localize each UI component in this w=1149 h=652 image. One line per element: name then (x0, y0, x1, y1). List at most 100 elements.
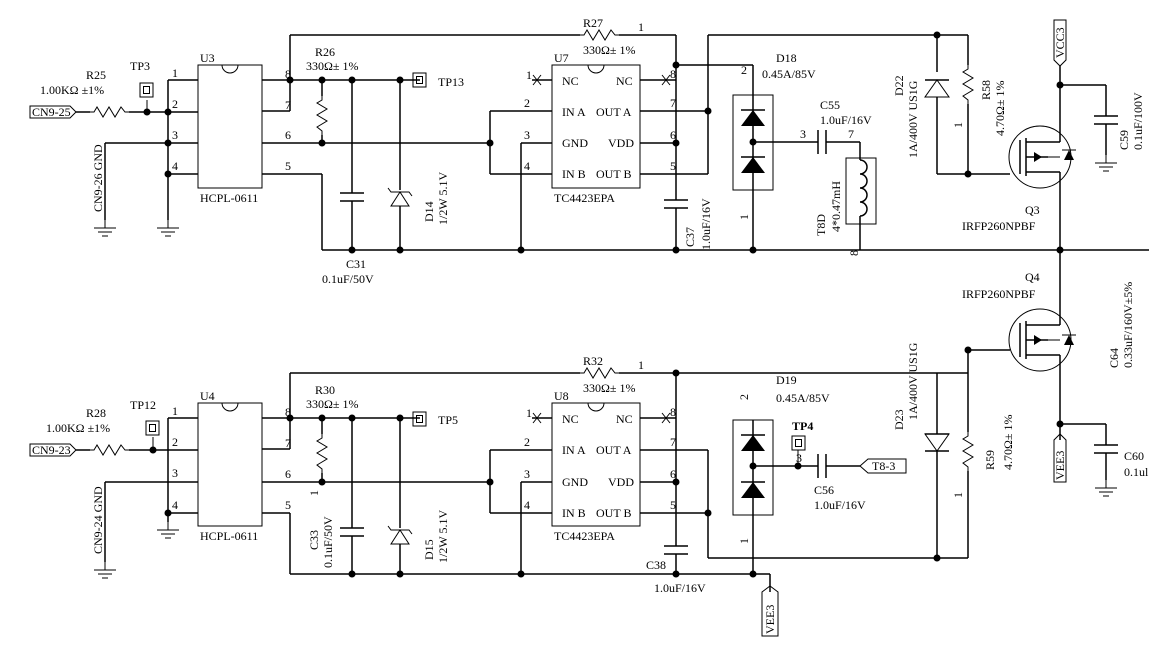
svg-text:7: 7 (285, 98, 291, 112)
c38-label: C38 (646, 558, 666, 572)
c37-label: C37 (683, 227, 697, 247)
svg-text:5: 5 (670, 498, 676, 512)
t8-3-port (859, 458, 907, 474)
d23-value: 1A/400V US1G (906, 342, 920, 420)
svg-text:1: 1 (951, 492, 965, 498)
tp4-testpoint (791, 435, 806, 451)
c31-label: C31 (346, 257, 366, 271)
r58-label: R58 (979, 80, 993, 100)
u7-part: TC4423EPA (554, 191, 615, 205)
c56-value: 1.0uF/16V (814, 498, 866, 512)
r59-value: 4.70Ω± 1% (1001, 414, 1015, 470)
u8-label: U8 (554, 389, 569, 403)
svg-text:7: 7 (285, 436, 291, 450)
c55-value: 1.0uF/16V (820, 113, 872, 127)
svg-text:2: 2 (172, 435, 178, 449)
svg-text:1: 1 (526, 68, 532, 82)
svg-text:2: 2 (172, 97, 178, 111)
r25-resistor (89, 106, 130, 118)
svg-text:3: 3 (524, 128, 530, 142)
svg-text:1: 1 (737, 538, 751, 544)
r30-value: 330Ω± 1% (306, 397, 359, 411)
bottom-channel: CN9-23 R28 1.00KΩ ±1% TP12 CN9-24 GND U4… (29, 250, 1149, 637)
c37-value: 1.0uF/16V (699, 198, 713, 250)
svg-text:IN A: IN A (562, 443, 586, 457)
d23-label: D23 (892, 409, 906, 430)
u4-label: U4 (200, 389, 215, 403)
svg-text:8: 8 (670, 405, 676, 419)
svg-text:3: 3 (796, 451, 802, 465)
cn9-23-port (29, 443, 77, 457)
svg-text:3: 3 (800, 127, 806, 141)
tp13-label: TP13 (438, 75, 464, 89)
r25-value: 1.00KΩ ±1% (40, 83, 104, 97)
c38-value: 1.0uF/16V (654, 581, 706, 595)
c64-value: 0.33uF/160V±5% (1121, 282, 1135, 368)
svg-text:8: 8 (285, 67, 291, 81)
r30-label: R30 (315, 383, 335, 397)
vcc3-label: VCC3 (1053, 27, 1067, 58)
c55-label: C55 (820, 98, 840, 112)
svg-text:IN A: IN A (562, 105, 586, 119)
u7-label: U7 (554, 51, 569, 65)
svg-text:4: 4 (524, 498, 530, 512)
vee3-right-label: VEE3 (1053, 451, 1067, 480)
r58-value: 4.70Ω± 1% (993, 80, 1007, 136)
svg-text:8: 8 (847, 250, 861, 256)
svg-text:VDD: VDD (608, 475, 634, 489)
svg-text:VDD: VDD (608, 136, 634, 150)
svg-text:IN B: IN B (562, 506, 586, 520)
svg-text:4: 4 (172, 498, 178, 512)
c60-label: C60 (1124, 449, 1144, 463)
svg-text:8: 8 (670, 67, 676, 81)
u4-part: HCPL-0611 (200, 529, 258, 543)
c64-label: C64 (1107, 348, 1121, 368)
q3-part: IRFP260NPBF (962, 219, 1036, 233)
svg-text:7: 7 (848, 127, 854, 141)
svg-text:NC: NC (616, 74, 633, 88)
r25-label: R25 (86, 68, 106, 82)
svg-text:GND: GND (562, 136, 588, 150)
u3-label: U3 (200, 51, 215, 65)
svg-text:7: 7 (670, 435, 676, 449)
svg-text:2: 2 (741, 63, 747, 77)
svg-text:NC: NC (562, 74, 579, 88)
d18-value: 0.45A/85V (762, 67, 816, 81)
u7-driver (551, 64, 641, 189)
svg-text:1: 1 (172, 66, 178, 80)
tp12-label: TP12 (130, 398, 156, 412)
c33-label: C33 (307, 530, 321, 550)
svg-text:5: 5 (670, 159, 676, 173)
u3-part: HCPL-0611 (200, 191, 258, 205)
r27-value: 330Ω± 1% (583, 43, 636, 57)
d14-label: D14 (422, 201, 436, 222)
r32-label: R32 (583, 354, 603, 368)
svg-text:2: 2 (524, 435, 530, 449)
c31-value: 0.1uF/50V (322, 272, 374, 286)
svg-text:1: 1 (951, 122, 965, 128)
c33-value: 0.1uF/50V (321, 516, 335, 568)
svg-text:6: 6 (670, 467, 676, 481)
u4-optocoupler (197, 402, 263, 527)
t8-3-label: T8-3 (872, 459, 895, 473)
vee3-bottom-label: VEE3 (763, 605, 777, 634)
top-channel: CN9-25 R25 1.00KΩ ±1% TP3 CN9-26 GND U3 … (29, 16, 1149, 286)
svg-text:1: 1 (526, 406, 532, 420)
d22-value: 1A/400V US1G (906, 80, 920, 158)
u3-optocoupler (197, 64, 263, 189)
svg-text:3: 3 (172, 466, 178, 480)
cn9-23-label: CN9-23 (32, 443, 71, 457)
tp5-label: TP5 (438, 413, 458, 427)
tp4-label: TP4 (792, 419, 813, 433)
d22-label: D22 (892, 75, 906, 96)
t8d-label: T8D (814, 214, 828, 236)
svg-text:NC: NC (616, 412, 633, 426)
svg-text:1: 1 (638, 20, 644, 34)
svg-text:OUT B: OUT B (596, 506, 631, 520)
t8d-value: 4*0.47mH (829, 181, 843, 232)
q4-label: Q4 (1025, 270, 1040, 284)
svg-text:1: 1 (638, 358, 644, 372)
r27-label: R27 (583, 16, 603, 30)
svg-text:5: 5 (285, 498, 291, 512)
